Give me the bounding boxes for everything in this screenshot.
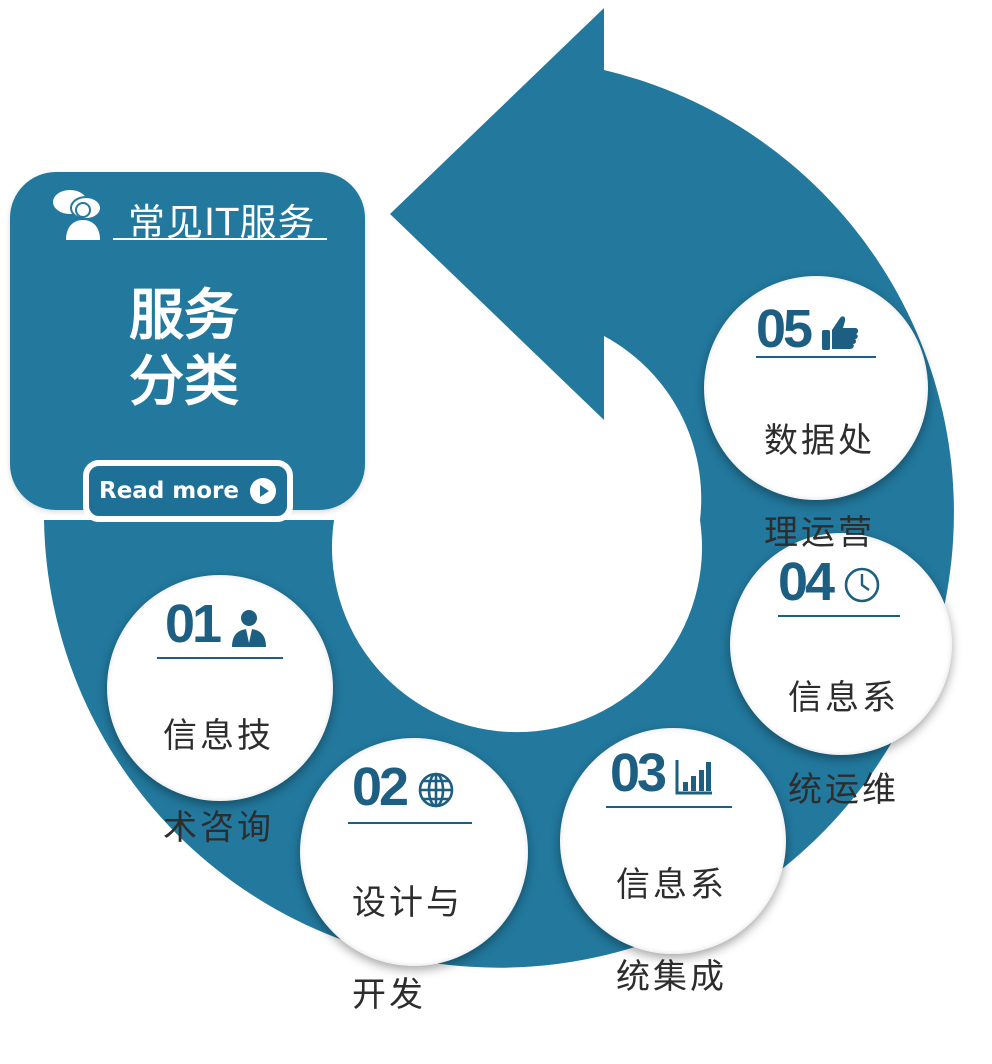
step-number: 04 <box>778 552 835 612</box>
step-label: 信息系 统运维 <box>788 629 899 859</box>
step-03[interactable]: 03 信息系 统集成 <box>560 728 786 997</box>
card-subtitle: 常见IT服务 <box>128 201 316 244</box>
step-label: 设计与 开发 <box>352 834 463 1064</box>
card-heading-line2: 分类 <box>128 349 239 413</box>
card-heading: 服务 分类 <box>10 282 358 414</box>
step-02-head: 02 <box>352 760 456 814</box>
step-04-head: 04 <box>778 555 882 609</box>
step-label: 信息系 统集成 <box>616 816 727 1046</box>
play-circle-icon <box>250 478 276 504</box>
step-divider <box>157 657 283 659</box>
step-label: 信息技 术咨询 <box>163 667 274 897</box>
step-label-line2: 统集成 <box>616 957 727 997</box>
step-divider <box>606 806 732 808</box>
step-label-line1: 设计与 <box>352 883 463 923</box>
step-number: 03 <box>610 743 667 803</box>
step-divider <box>756 356 876 358</box>
step-divider <box>778 615 900 617</box>
step-02[interactable]: 02 设计与 开发 <box>300 738 528 1015</box>
arrow-head <box>390 8 604 420</box>
step-03-head: 03 <box>610 746 714 800</box>
globe-icon <box>418 772 454 808</box>
step-04[interactable]: 04 信息系 统运维 <box>730 533 952 810</box>
step-label-line1: 信息技 <box>163 716 274 756</box>
step-number: 05 <box>756 299 813 359</box>
chat-people-icon <box>53 190 102 240</box>
clock-icon <box>844 567 880 603</box>
step-label: 数据处 理运营 <box>764 372 875 602</box>
step-label-line1: 数据处 <box>764 421 875 461</box>
card-divider <box>113 238 327 240</box>
card-heading-line1: 服务 <box>128 283 239 347</box>
step-05-head: 05 <box>756 302 860 356</box>
step-label-line2: 统运维 <box>788 770 899 810</box>
step-01[interactable]: 01 信息技 术咨询 <box>107 575 333 848</box>
step-label-line1: 信息系 <box>616 865 727 905</box>
step-05[interactable]: 05 数据处 理运营 <box>704 276 928 553</box>
step-label-line2: 术咨询 <box>163 808 274 848</box>
businessman-icon <box>232 610 267 647</box>
service-category-card: 常见IT服务 服务 分类 Read more <box>10 172 365 522</box>
step-number: 02 <box>352 757 409 817</box>
step-label-line1: 信息系 <box>788 678 899 718</box>
step-divider <box>348 822 472 824</box>
read-more-label: Read more <box>98 478 239 504</box>
read-more-button[interactable]: Read more <box>83 460 293 522</box>
step-01-head: 01 <box>165 597 269 651</box>
step-label-line2: 理运营 <box>764 513 875 553</box>
step-number: 01 <box>165 594 222 654</box>
card-title-row: 常见IT服务 <box>50 186 350 244</box>
step-label-line2: 开发 <box>352 975 426 1015</box>
thumbs-up-icon <box>822 316 859 350</box>
bar-chart-icon <box>675 760 713 795</box>
